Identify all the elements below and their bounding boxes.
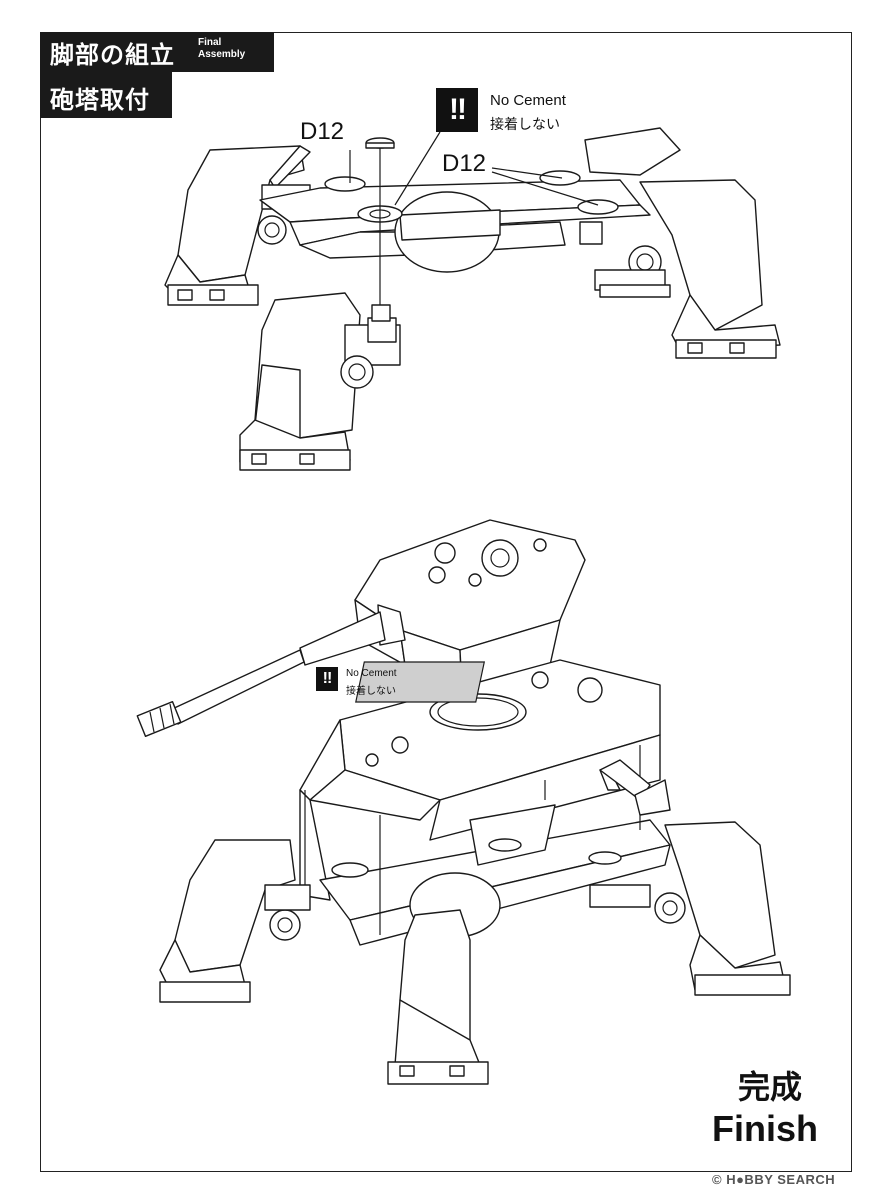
- watermark: © H●BBY SEARCH: [712, 1172, 836, 1187]
- leg-beam: [259, 137, 651, 320]
- leg-front: [239, 292, 401, 471]
- title-en-line2: Assembly: [198, 49, 246, 60]
- title-jp-line1: 脚部の組立: [50, 41, 175, 69]
- no-cement-note-en: No Cement: [490, 92, 566, 109]
- part-label-d12-right: D12: [442, 150, 487, 177]
- part-label-d12-left: D12: [300, 118, 345, 145]
- hull-drawing: [299, 659, 671, 946]
- leg-back-left: [164, 145, 311, 306]
- no-cement-note-jp: 接着しない: [490, 117, 560, 133]
- title-bar-top: [40, 32, 274, 72]
- leg-back-right: [579, 127, 781, 359]
- no-cement-note-en-small: No Cement: [346, 668, 397, 679]
- title-en-line1: Final: [198, 37, 222, 48]
- title-jp-line2: 砲塔取付: [50, 86, 150, 114]
- no-cement-warning-icon-small: !!: [316, 667, 338, 691]
- no-cement-warning-icon: !!: [436, 88, 478, 132]
- no-cement-note-jp-small: 接着しない: [346, 686, 396, 697]
- section-title: 脚部の組立 Final Assembly 砲塔取付: [40, 32, 274, 118]
- finish-label-en: Finish: [712, 1108, 818, 1149]
- turret-drawing: [136, 519, 586, 740]
- leg-assembly-drawing: [164, 127, 781, 471]
- page-frame: [40, 32, 852, 1172]
- finish-label-jp: 完成: [738, 1068, 803, 1106]
- hull-legs-drawing: [159, 759, 791, 1085]
- title-en: Final Assembly: [198, 37, 245, 61]
- title-bar-bottom: [40, 72, 172, 118]
